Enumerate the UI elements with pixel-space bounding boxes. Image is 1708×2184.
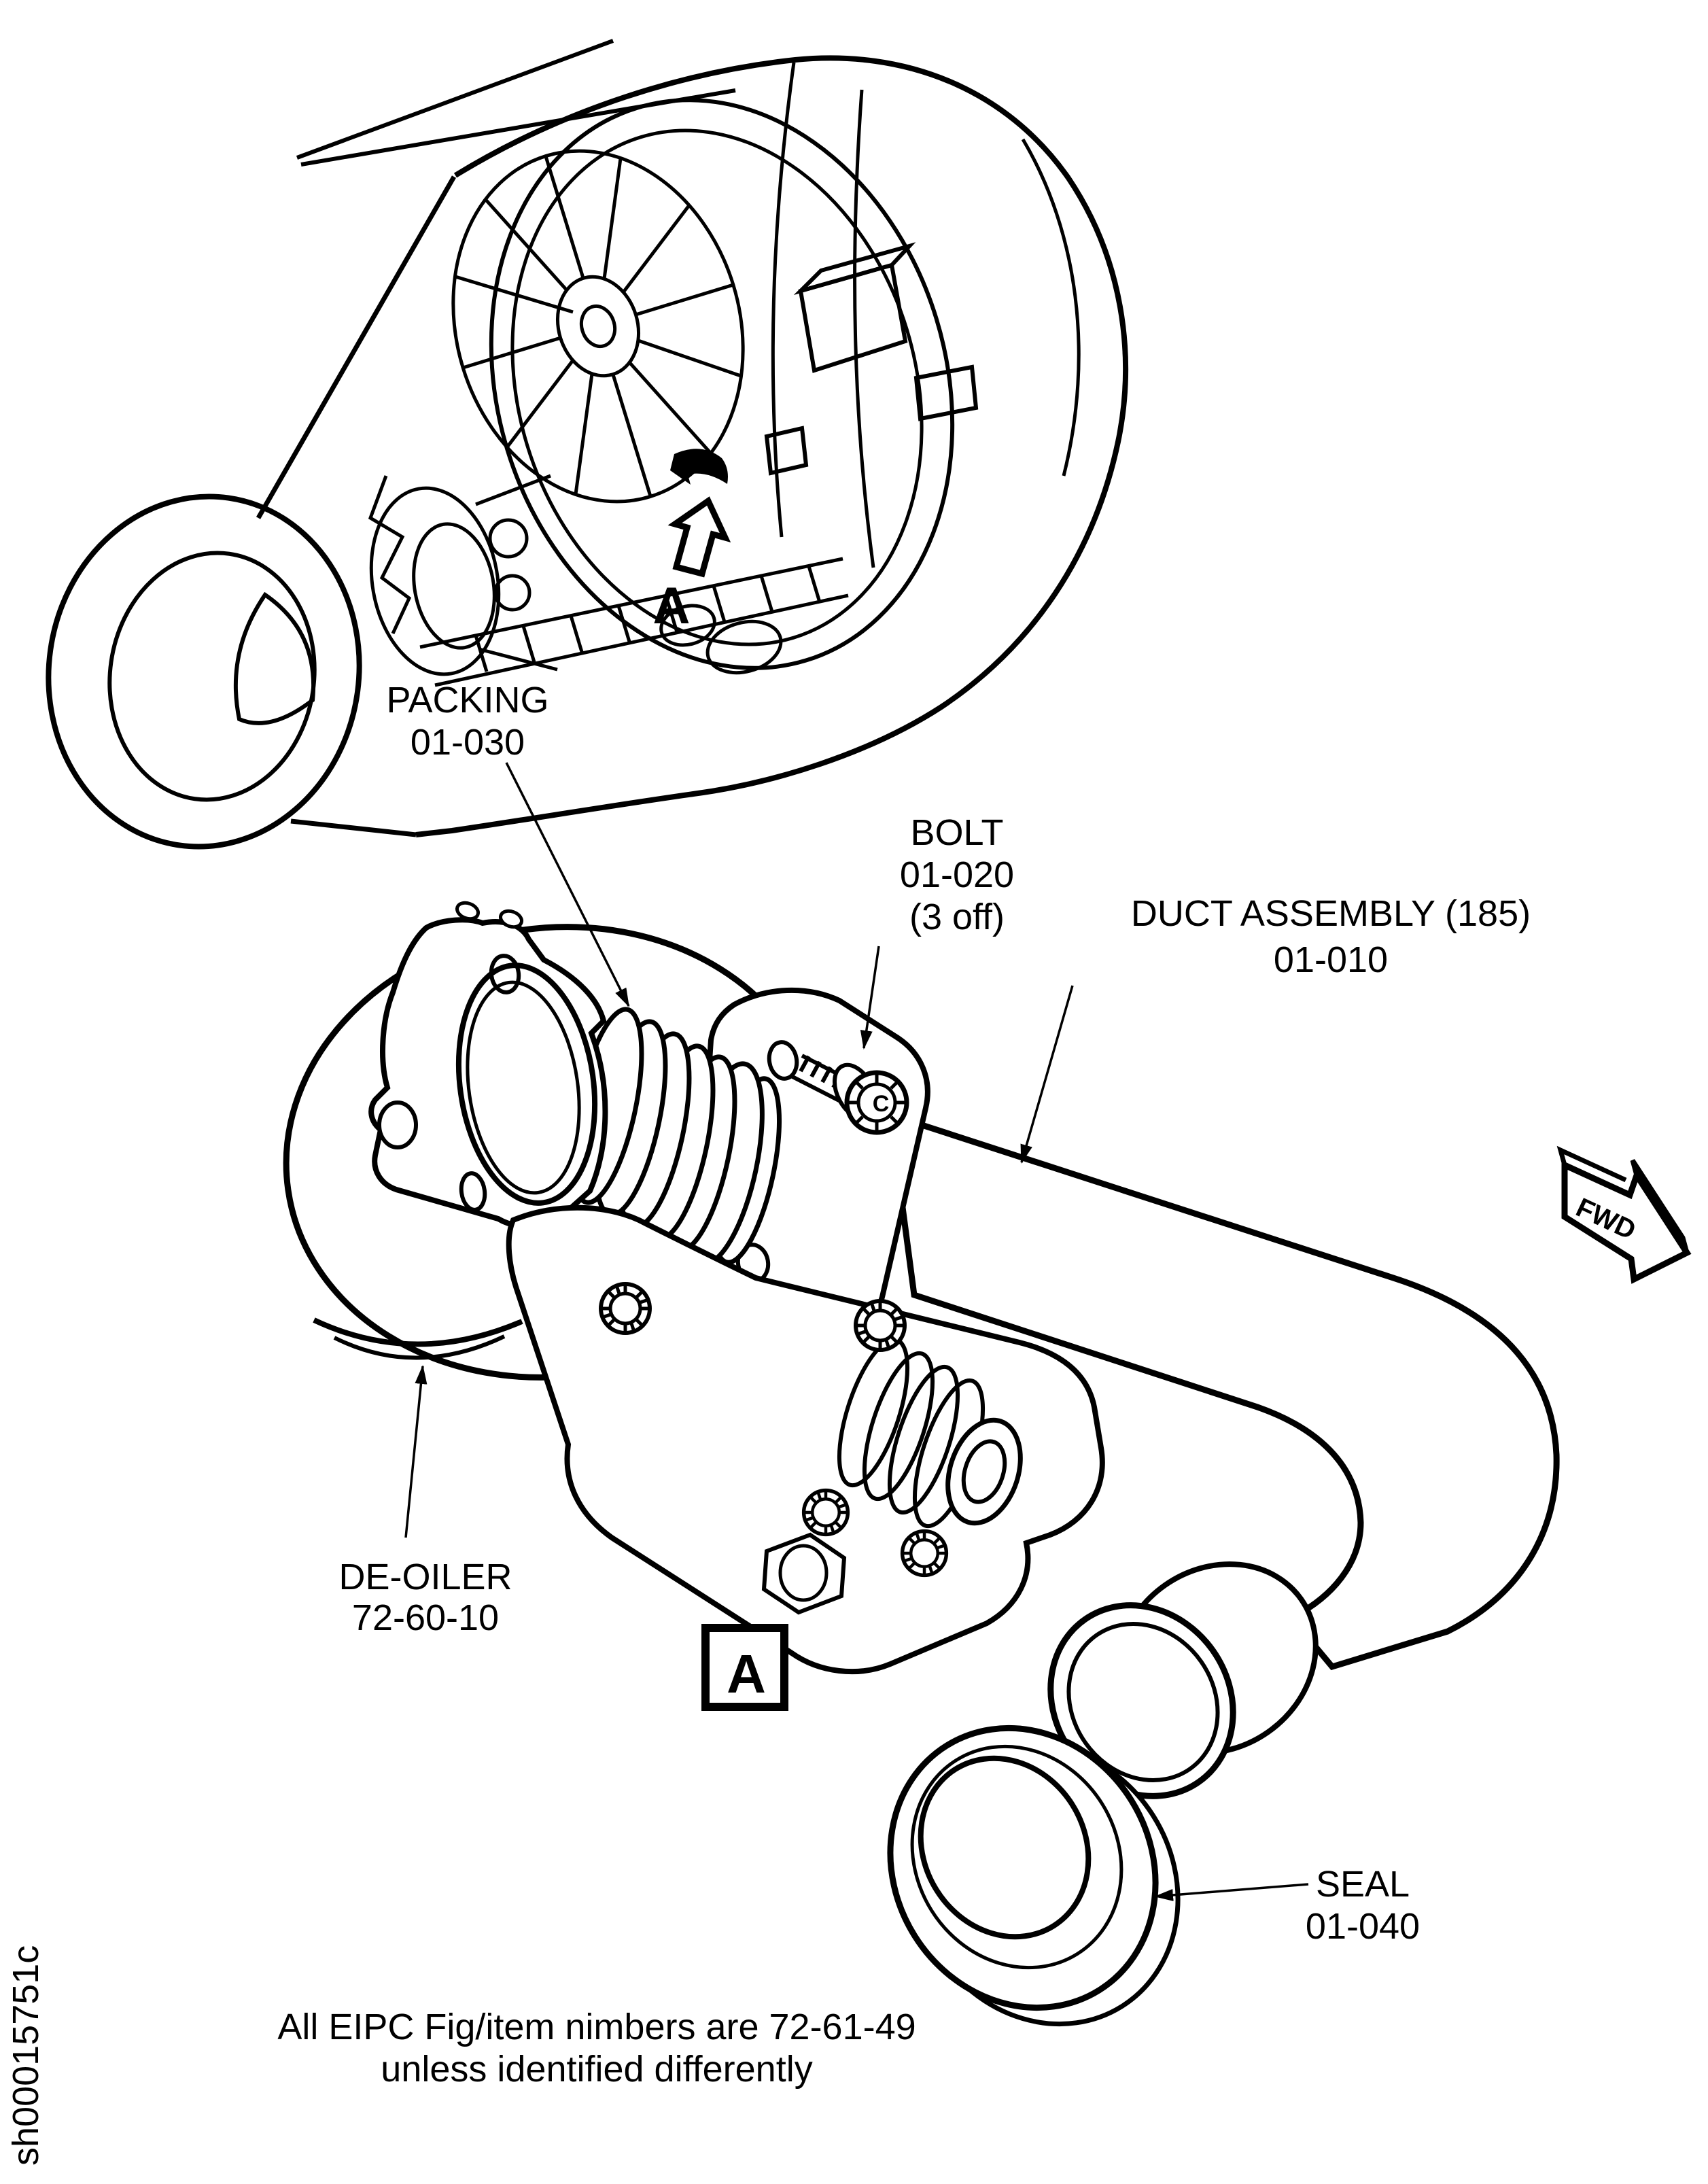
bolt-head-mark: C	[873, 1091, 890, 1117]
detail-box: A	[701, 1624, 788, 1711]
leader-bolt	[860, 946, 880, 1050]
hex-fitting	[761, 1532, 847, 1615]
label-seal-ref: 01-040	[1306, 1906, 1420, 1947]
label-packing-name: PACKING	[386, 680, 548, 721]
label-packing-ref: 01-030	[411, 722, 525, 763]
label-deoiler-name: DE-OILER	[338, 1557, 512, 1597]
splined-nut	[601, 1284, 650, 1333]
label-duct-ref: 01-010	[1274, 939, 1388, 980]
label-bolt-qty: (3 off)	[909, 897, 1005, 937]
bolt-head: C	[844, 1070, 909, 1135]
fan-disc	[451, 149, 745, 504]
splined-nut	[903, 1531, 947, 1576]
detail-arrow-icon	[667, 496, 731, 578]
leader-packing	[505, 762, 630, 1007]
note-line1: All EIPC Fig/item nimbers are 72-61-49	[277, 2007, 916, 2047]
leader-seal	[1154, 1883, 1309, 1901]
plate-stud	[499, 909, 523, 929]
rotation-arrow-icon	[670, 449, 728, 485]
footnote: All EIPC Fig/item nimbers are 72-61-49 u…	[277, 2007, 916, 2090]
exploded-view: C FWD A	[283, 762, 1692, 2027]
accessory-boxes	[764, 242, 979, 476]
leader-duct	[1020, 985, 1074, 1164]
leader-deoiler	[404, 1365, 428, 1538]
duct-assembly	[886, 1110, 1560, 1799]
seal-ring	[887, 1724, 1181, 2027]
label-bolt-name: BOLT	[910, 812, 1003, 853]
label-seal-name: SEAL	[1316, 1864, 1410, 1905]
deoiler-flange-plate	[368, 901, 608, 1230]
label-bolt-ref: 01-020	[900, 854, 1014, 895]
deoiler-body	[506, 1204, 1105, 1675]
core-machinery	[368, 474, 849, 687]
pylon-line	[296, 39, 614, 160]
engine-overview-illustration: A	[46, 39, 1128, 850]
label-deoiler-ref: 72-60-10	[352, 1597, 499, 1638]
splined-nut	[856, 1301, 905, 1350]
sheet-code: sh00015751c	[5, 1945, 46, 2166]
plate-stud	[377, 1100, 418, 1149]
bolt: C	[790, 1054, 909, 1135]
note-line2: unless identified differently	[381, 2049, 812, 2090]
callout-labels: PACKING 01-030 BOLT 01-020 (3 off) DUCT …	[338, 680, 1531, 1947]
detail-box-letter: A	[727, 1644, 766, 1704]
ribbed-boss	[837, 1337, 1023, 1529]
detail-view-letter: A	[653, 577, 691, 635]
plate-stud	[455, 901, 480, 921]
splined-nut	[804, 1491, 848, 1535]
label-duct-name: DUCT ASSEMBLY (185)	[1131, 893, 1531, 934]
fwd-arrow-icon: FWD	[1556, 1145, 1692, 1284]
